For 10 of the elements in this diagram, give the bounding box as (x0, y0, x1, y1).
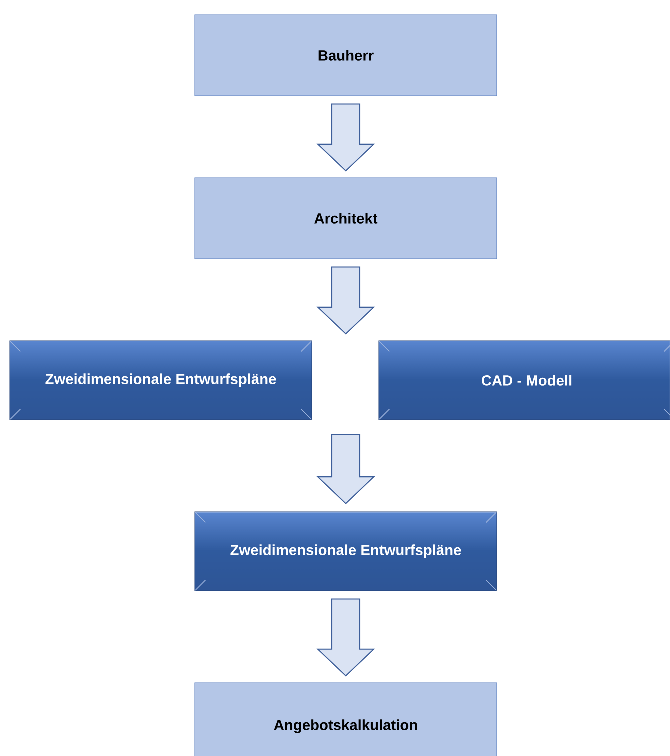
process-box: Zweidimensionale Entwurfspläne (10, 340, 312, 420)
process-box: CAD - Modell (378, 340, 670, 420)
process-box: Architekt (194, 178, 498, 260)
process-box: Angebotskalkulation (194, 682, 498, 756)
block-arrow (316, 266, 376, 335)
process-box: Bauherr (194, 14, 498, 96)
block-arrow (316, 434, 376, 504)
process-box: Zweidimensionale Entwurfspläne (194, 512, 498, 592)
block-arrow (316, 104, 376, 172)
block-arrow (316, 598, 376, 677)
